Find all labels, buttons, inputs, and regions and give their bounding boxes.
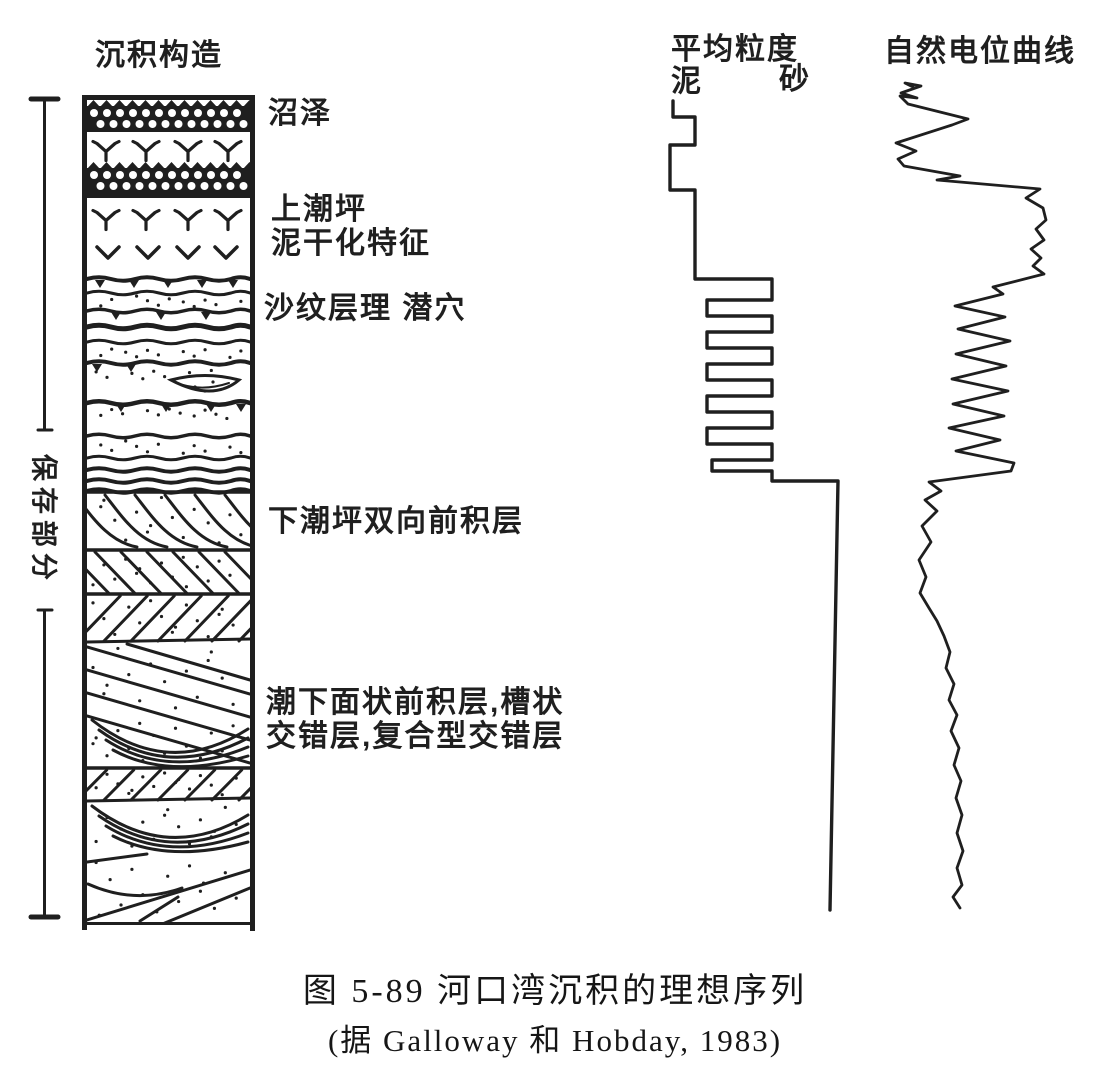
label-mud-desiccation: 泥干化特征 <box>271 227 431 260</box>
sp-curve-header: 自然电位曲线 <box>884 35 1076 68</box>
figure-source: (据 Galloway 和 Hobday, 1983) <box>327 1023 783 1058</box>
label-subtidal-line1: 潮下面状前积层,槽状 <box>266 686 565 719</box>
sp-curve <box>894 81 1048 910</box>
figure-caption: 图 5-89 河口湾沉积的理想序列 <box>302 973 808 1010</box>
grain-size-curve <box>668 99 840 912</box>
strat-column-border <box>82 95 255 931</box>
grain-size-header: 平均粒度 <box>671 33 799 66</box>
label-lower-tidal-flat: 下潮坪双向前积层 <box>268 505 524 538</box>
preserved-section-label: 保存部分 <box>28 454 59 586</box>
label-upper-tidal-flat: 上潮坪 <box>271 193 367 226</box>
mud-axis-label: 泥 <box>671 65 703 98</box>
label-swamp: 沼泽 <box>268 97 332 130</box>
label-ripple-burrows: 沙纹层理 潜穴 <box>264 292 467 325</box>
strat-column-art <box>87 100 250 923</box>
column-header: 沉积构造 <box>95 39 223 72</box>
sand-axis-label: 砂 <box>779 63 811 96</box>
preserved-section-bracket <box>28 96 61 920</box>
label-subtidal-line2: 交错层,复合型交错层 <box>266 720 565 753</box>
